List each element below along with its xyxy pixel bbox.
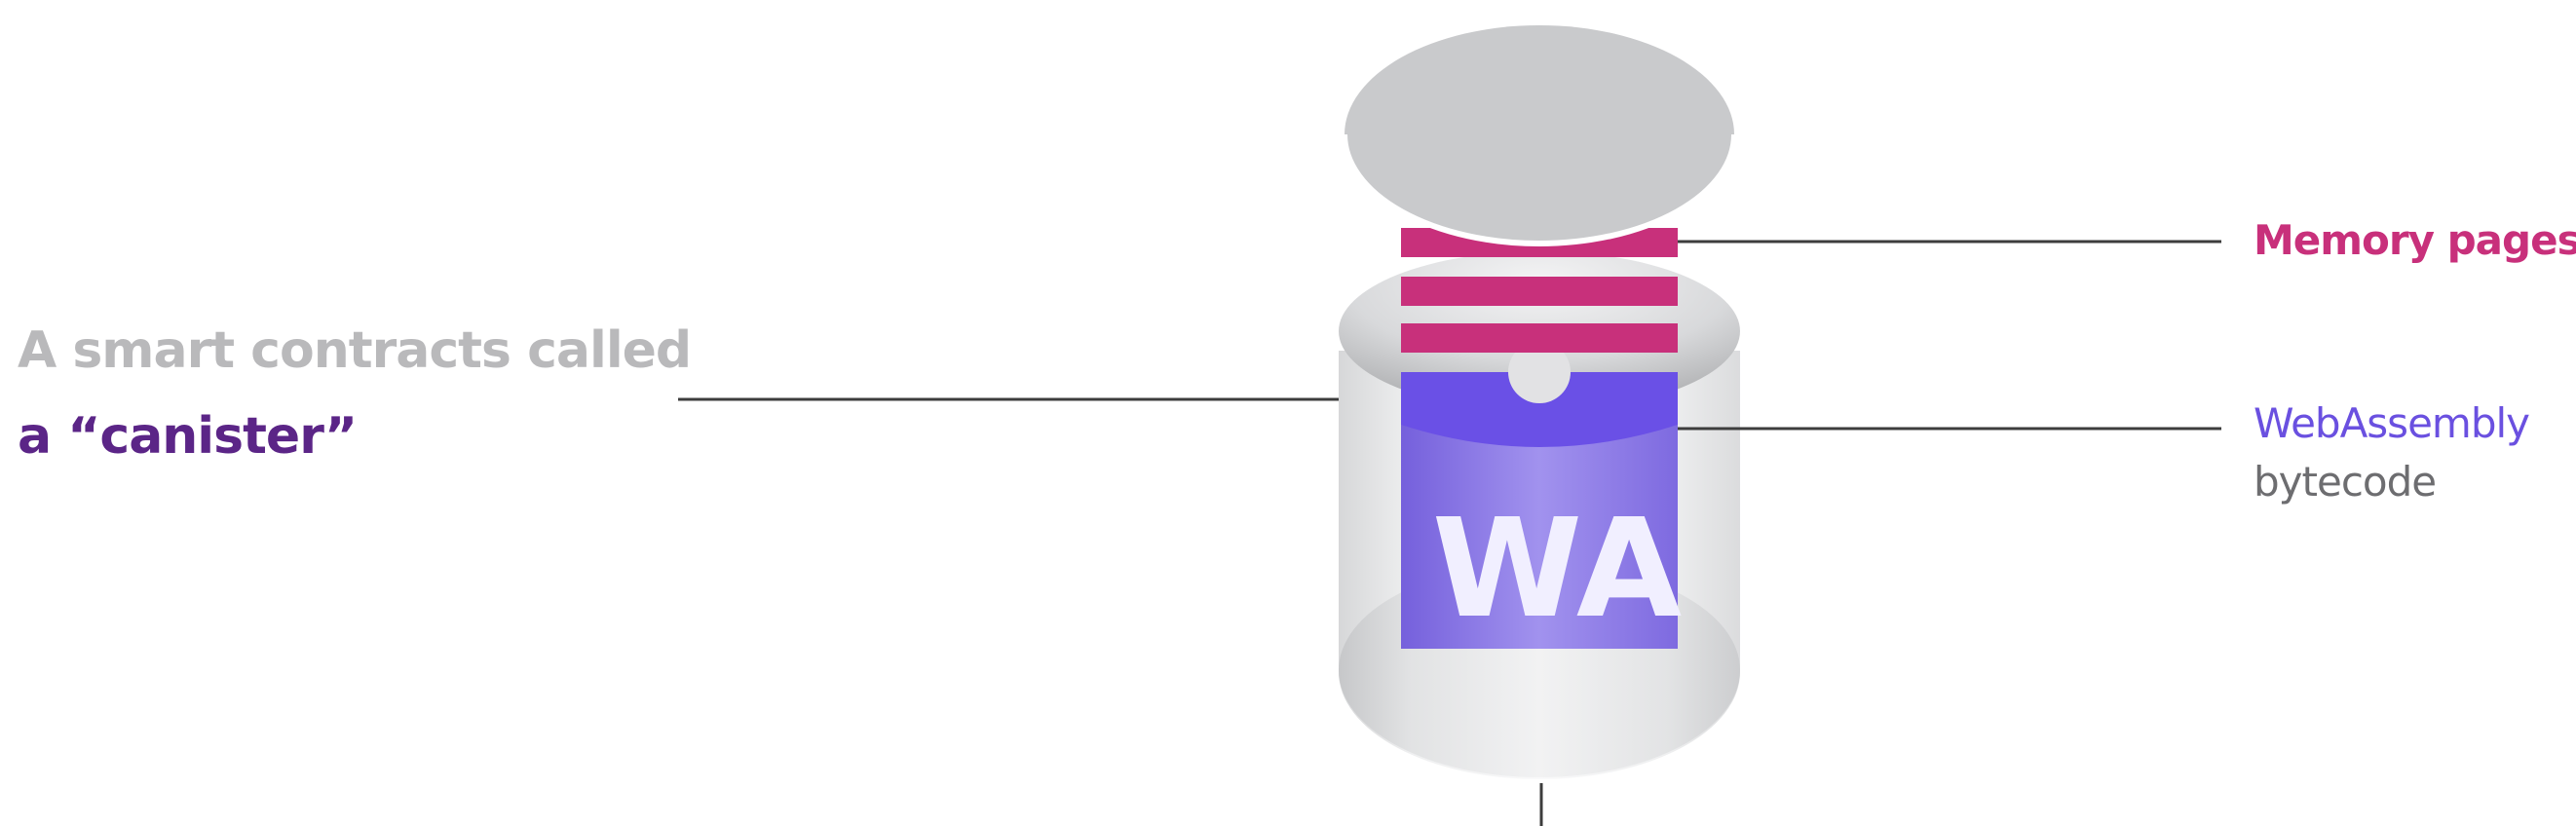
canister-description-line2: a “canister” (18, 407, 358, 466)
webassembly-block-top (1401, 372, 1678, 447)
canister-lid-edge (1342, 133, 1737, 246)
canister-lid (1345, 25, 1734, 244)
canister-description-line1: A smart contracts called (18, 321, 692, 380)
webassembly-notch (1508, 341, 1571, 403)
memory-page-2 (1401, 277, 1678, 306)
memory-page-3 (1401, 323, 1678, 353)
memory-pages-label: Memory pages (2254, 216, 2576, 264)
bytecode-label: bytecode (2254, 458, 2437, 506)
webassembly-label: WebAssembly (2254, 399, 2530, 447)
wa-logo-text: WA (1432, 490, 1682, 649)
